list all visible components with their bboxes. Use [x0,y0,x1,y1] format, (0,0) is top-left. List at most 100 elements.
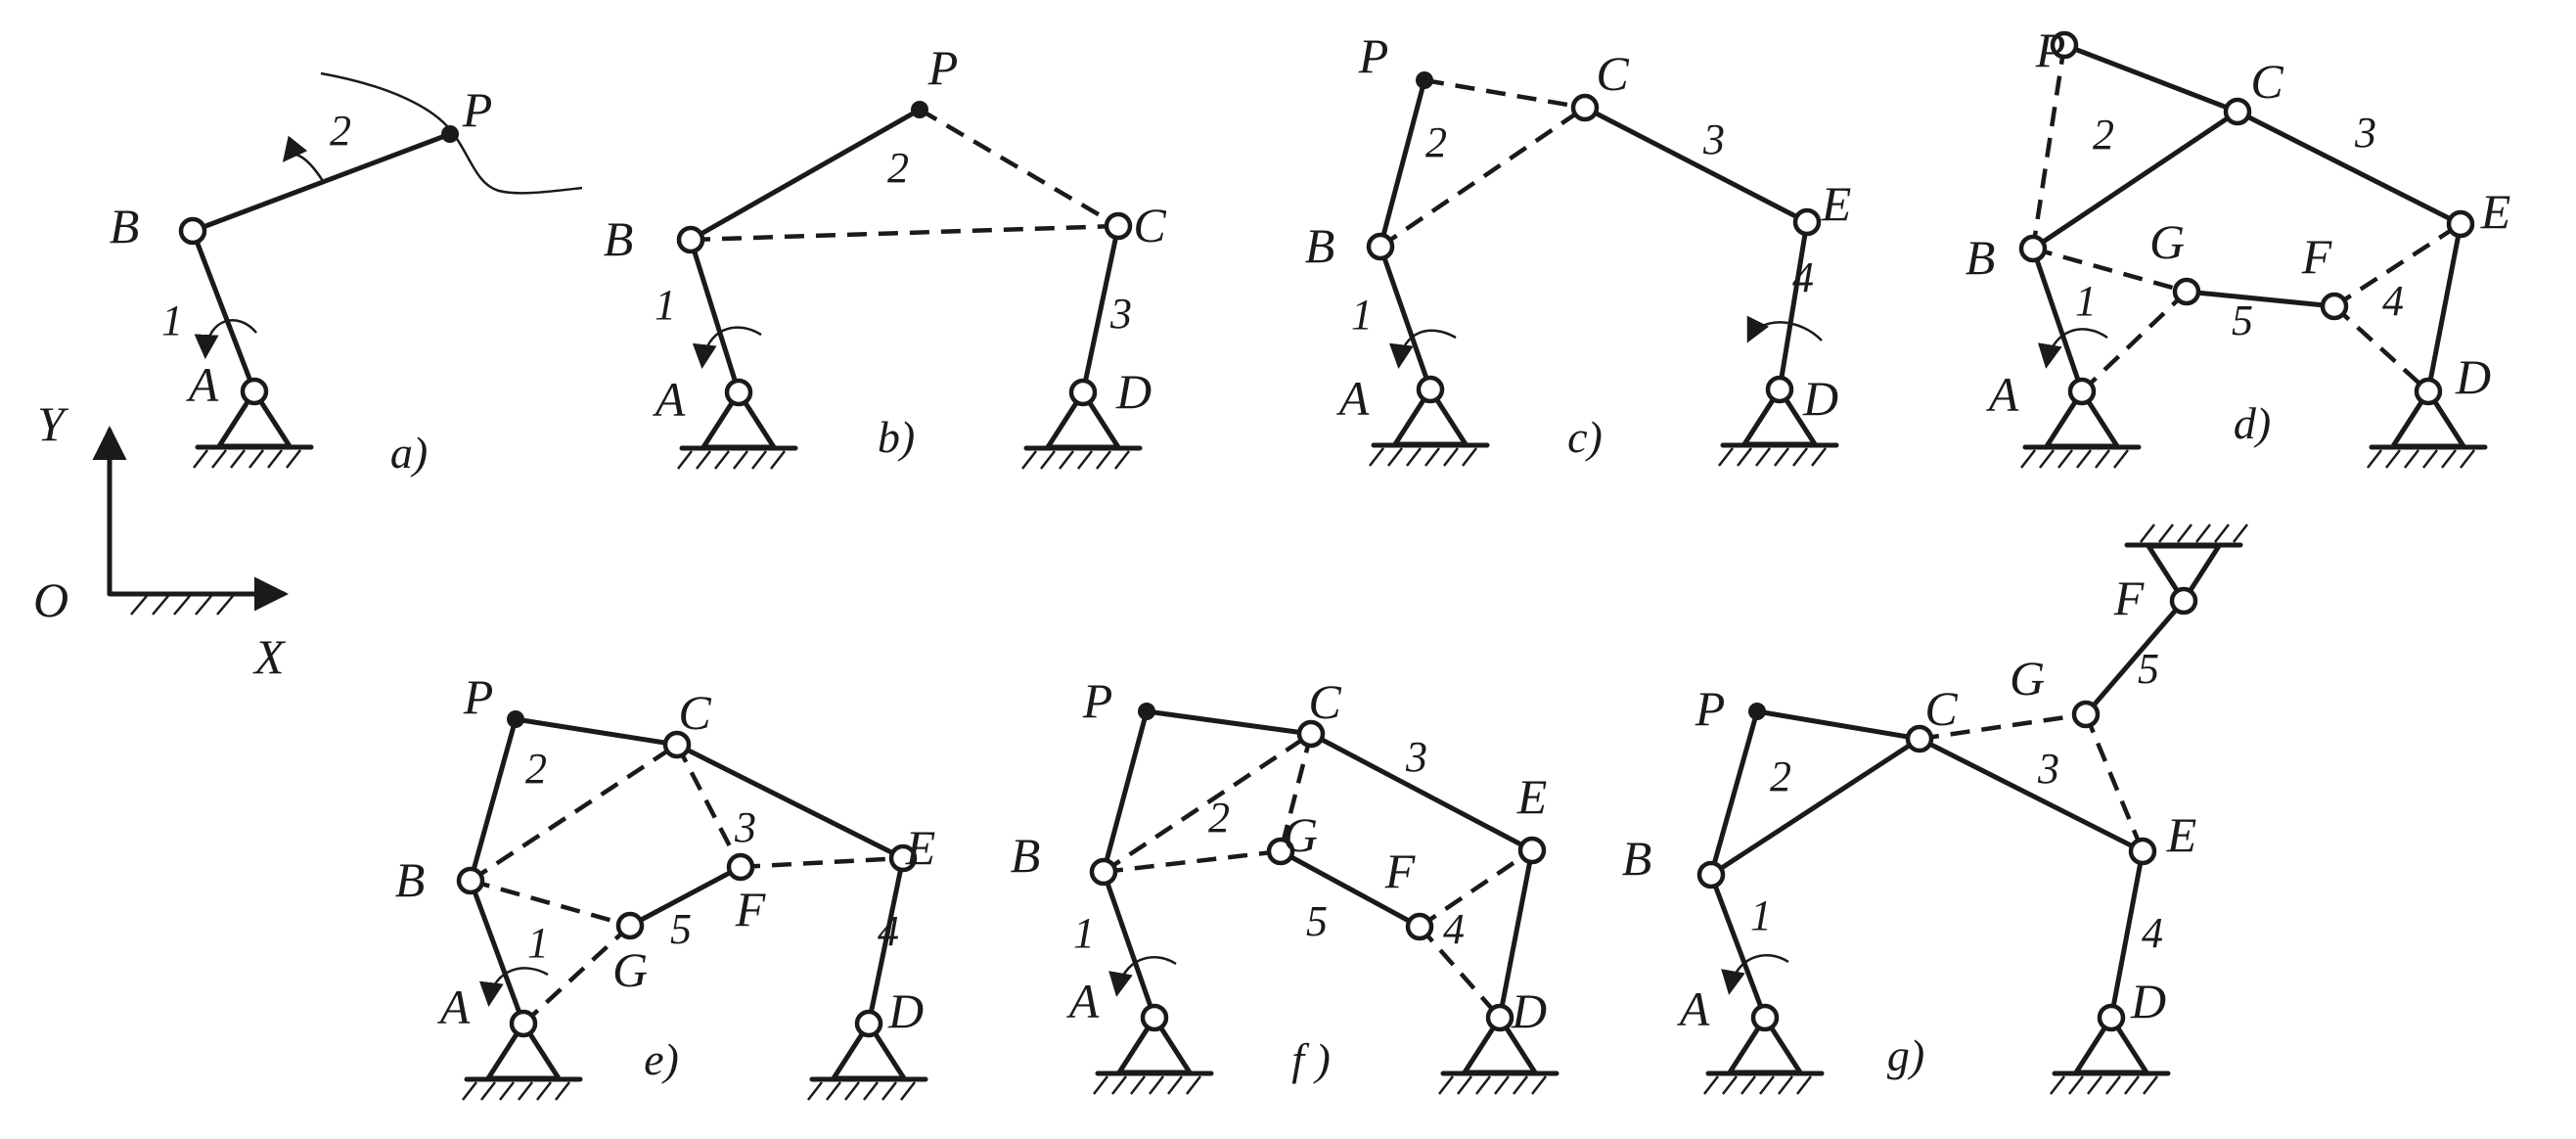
joint [2097,1003,2126,1032]
virtual-link-CG [1278,733,1314,852]
link-GF [2083,598,2187,717]
ground-support [462,1021,583,1101]
link-AB [1378,244,1433,392]
link-BP [468,716,519,884]
link-CE [2235,109,2463,227]
joint-label: C [2250,54,2283,109]
joint-label: A [437,980,471,1034]
link-BC [2030,109,2240,251]
joint [2320,292,2349,321]
joint-label: F [735,882,766,936]
joint [1366,232,1395,261]
joint-label: D [1802,371,1838,426]
link-number: 1 [161,296,183,344]
figure-caption: b) [878,412,915,462]
joint-label: G [2149,214,2185,269]
link-ED [2425,221,2463,394]
ground-support [1021,389,1143,470]
link-number: 3 [2037,745,2059,793]
joint [2169,586,2198,615]
link-ED [2108,848,2146,1021]
ground-support [2050,1015,2171,1095]
link-number: 2 [330,107,351,155]
link-AB [2030,246,2085,394]
ground-support [2367,388,2488,469]
figure-caption: d) [2234,398,2271,448]
link-number: 3 [734,803,756,851]
link-CE [1917,736,2146,854]
rotation-arrow [1108,955,1177,997]
link-CE [1308,731,1535,853]
joint-label: A [1986,367,2019,422]
rotation-arrow [692,326,762,369]
joint-label: B [1622,831,1652,886]
virtual-link-BC [1378,106,1587,249]
joint-label: E [1516,769,1548,824]
link-GF [627,864,744,929]
link-number: 1 [2075,277,2097,325]
link-number: 5 [2232,296,2253,344]
rotation-arrow [282,135,325,182]
joint [1068,378,1098,407]
link-number: 1 [1750,891,1772,939]
ground-support [1703,1015,1825,1095]
ground-support [677,389,798,470]
ground-support [1718,387,1839,467]
joint [178,216,207,246]
joint-label: A [1336,371,1370,426]
joint [456,866,485,895]
virtual-link-BC [1102,732,1313,874]
joint [724,378,753,407]
joint-label: F [1384,843,1416,898]
figure-caption: f ) [1291,1034,1331,1084]
link-number: 1 [1351,291,1373,339]
link-number: 2 [525,745,547,793]
link-number: 5 [2138,645,2159,693]
joint-label: P [927,40,959,95]
tracing-point [1138,703,1155,720]
link-PC [513,716,680,748]
joint-label: B [604,211,634,266]
coordinate-axes: O Y X [33,396,289,684]
link-AB [190,228,257,394]
link-BP [1708,708,1760,878]
tracing-point [1416,71,1433,89]
rotation-arrow [1721,953,1789,995]
joint [2223,97,2252,126]
link-PC [2061,42,2240,114]
tracing-point [441,125,459,143]
link-BP [688,107,923,243]
joint-label: P [462,82,493,137]
x-axis-label: X [252,629,287,684]
joint-label: C [1596,46,1629,101]
joint [1792,207,1822,237]
virtual-link-CF [675,743,743,869]
ground-support [2020,388,2142,469]
joint [1296,719,1326,749]
link-number: 2 [1208,794,1230,842]
joint [2071,700,2101,729]
joint-label: P [1695,681,1726,736]
joint-label: P [1082,673,1113,728]
link-number: 3 [1109,290,1132,338]
joint [1765,375,1794,404]
joint [1905,724,1934,753]
link-number: 3 [1702,115,1725,163]
link-number: 2 [2093,111,2114,159]
virtual-link-PB [2030,44,2067,250]
joint-label: A [186,357,219,412]
link-number: 5 [670,905,692,953]
link-number: 4 [2142,909,2163,957]
link-number: 1 [527,919,549,967]
link-number: 1 [655,281,676,329]
joint-label: B [110,199,140,253]
joint-label: D [2455,349,2491,404]
link-number: 4 [1443,905,1465,953]
link-DC [1080,223,1121,395]
ground-support [1093,1015,1214,1095]
rotation-arrow [478,967,549,1007]
